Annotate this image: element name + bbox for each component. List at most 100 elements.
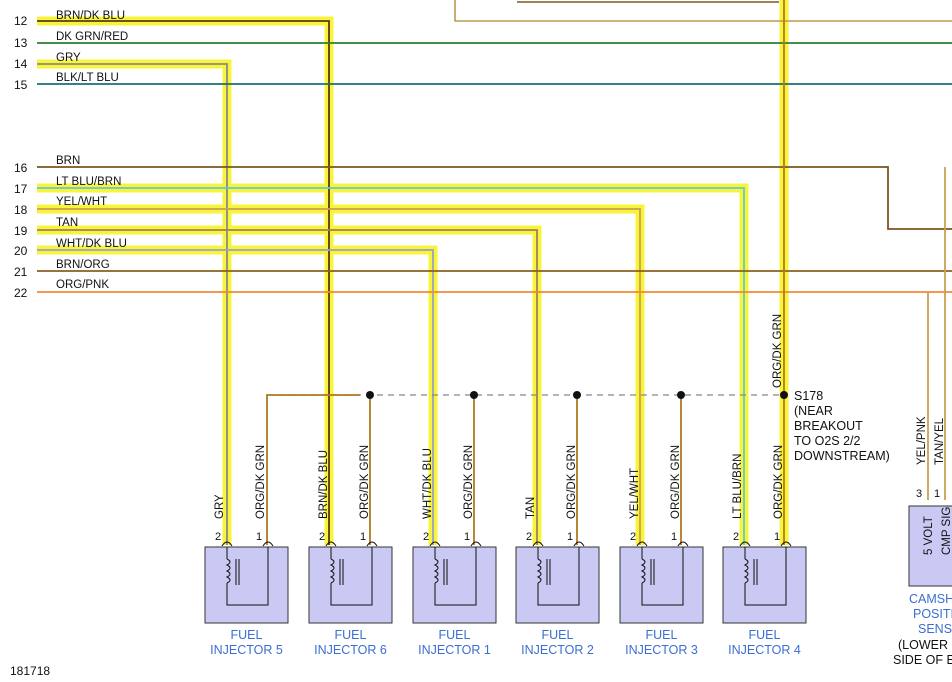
wire-17 [37, 187, 745, 545]
svg-text:TAN: TAN [56, 217, 78, 229]
core-icon [546, 559, 551, 585]
coil-icon [536, 558, 542, 584]
svg-text:YEL/PNK: YEL/PNK [916, 416, 928, 465]
svg-text:TAN/YEL: TAN/YEL [934, 417, 946, 465]
injector-body [204, 546, 289, 624]
pin-2-wire-label: LT BLU/BRN [732, 454, 744, 519]
pin-1-wire-label: ORG/DK GRN [566, 445, 578, 519]
injector-body [308, 546, 393, 624]
pin-1-wire-label: ORG/DK GRN [670, 445, 682, 519]
pin-2-label: 2 [733, 531, 739, 543]
injector-caption-line1: FUEL [439, 628, 471, 642]
connector-icon [429, 541, 441, 547]
connector-icon [221, 541, 233, 547]
svg-text:CAMSH: CAMSH [909, 592, 952, 606]
connector-icon [739, 541, 751, 547]
core-icon [650, 559, 655, 585]
pin-1-label: 1 [256, 531, 262, 543]
injector-body [412, 546, 497, 624]
connector-icon [262, 541, 274, 547]
connector-icon [532, 541, 544, 547]
pin-1-wire-label: ORG/DK GRN [255, 445, 267, 519]
svg-text:13: 13 [14, 36, 28, 50]
svg-text:POSITI: POSITI [913, 607, 952, 621]
injector-caption-line2: INJECTOR 1 [418, 643, 491, 657]
svg-text:DK GRN/RED: DK GRN/RED [56, 31, 128, 43]
connector-icon [325, 541, 337, 547]
injector-caption-line2: INJECTOR 6 [314, 643, 387, 657]
svg-text:22: 22 [14, 286, 28, 300]
splice-note: S178 (NEAR BREAKOUT TO O2S 2/2 DOWNSTREA… [794, 389, 890, 463]
injector-caption-line1: FUEL [646, 628, 678, 642]
pin-2-label: 2 [319, 531, 325, 543]
splice-feed-5 [266, 394, 360, 545]
core-icon [339, 559, 344, 585]
core-icon [235, 559, 240, 585]
injector-body [722, 546, 807, 624]
svg-text:TO O2S 2/2: TO O2S 2/2 [794, 434, 861, 448]
svg-text:20: 20 [14, 244, 28, 258]
wire-12 [37, 20, 330, 545]
coil-icon [329, 558, 335, 584]
injector-caption-line1: FUEL [231, 628, 263, 642]
splice-dots [366, 391, 788, 399]
pin-2-label: 2 [215, 531, 221, 543]
coil-icon [225, 558, 231, 584]
svg-text:17: 17 [14, 182, 28, 196]
svg-text:GRY: GRY [56, 52, 81, 64]
injector-caption-line2: INJECTOR 5 [210, 643, 283, 657]
injector-caption-line2: INJECTOR 4 [728, 643, 801, 657]
pin-2-wire-label: WHT/DK BLU [422, 448, 434, 519]
connector-icon [636, 541, 648, 547]
svg-text:18: 18 [14, 203, 28, 217]
injector-caption-line1: FUEL [749, 628, 781, 642]
injector-caption-line1: FUEL [542, 628, 574, 642]
figure-id: 181718 [10, 664, 50, 678]
svg-text:21: 21 [14, 265, 28, 279]
coil-icon [743, 558, 749, 584]
pin-1-label: 1 [567, 531, 573, 543]
pin-2-wire-label: BRN/DK BLU [318, 450, 330, 519]
svg-text:BRN: BRN [56, 155, 80, 167]
wire-18 [37, 208, 641, 545]
svg-text:1: 1 [934, 488, 940, 500]
harness-wires [37, 0, 952, 545]
svg-text:ORG/PNK: ORG/PNK [56, 279, 109, 291]
svg-text:WHT/DK BLU: WHT/DK BLU [56, 238, 127, 250]
svg-text:5 VOLT: 5 VOLT [923, 516, 935, 555]
svg-text:3: 3 [916, 488, 922, 500]
pin-2-wire-label: GRY [214, 494, 226, 519]
svg-text:12: 12 [14, 14, 28, 28]
core-icon [753, 559, 758, 585]
svg-text:SIDE OF E: SIDE OF E [893, 653, 952, 667]
svg-text:YEL/WHT: YEL/WHT [56, 196, 107, 208]
splice-drops [369, 395, 682, 545]
pin-1-wire-label: ORG/DK GRN [773, 445, 785, 519]
wire-labels: 12 BRN/DK BLU 13 DK GRN/RED 14 GRY 15 BL… [14, 10, 128, 300]
svg-text:LT BLU/BRN: LT BLU/BRN [56, 176, 121, 188]
connector-icon [677, 541, 689, 547]
wire-16 [37, 166, 952, 230]
pin-2-wire-label: TAN [525, 497, 537, 519]
svg-text:(LOWER R: (LOWER R [898, 638, 952, 652]
svg-text:SENS: SENS [918, 622, 952, 636]
injector-caption-line2: INJECTOR 2 [521, 643, 594, 657]
pin-2-label: 2 [526, 531, 532, 543]
svg-text:16: 16 [14, 161, 28, 175]
connector-icon [573, 541, 585, 547]
connector-icon [780, 541, 792, 547]
injector-caption-line1: FUEL [335, 628, 367, 642]
svg-text:BRN/ORG: BRN/ORG [56, 259, 110, 271]
svg-text:14: 14 [14, 57, 28, 71]
top-lines [454, 0, 952, 22]
svg-text:S178: S178 [794, 389, 823, 403]
svg-text:BRN/DK BLU: BRN/DK BLU [56, 10, 125, 22]
wire-20 [37, 249, 434, 545]
